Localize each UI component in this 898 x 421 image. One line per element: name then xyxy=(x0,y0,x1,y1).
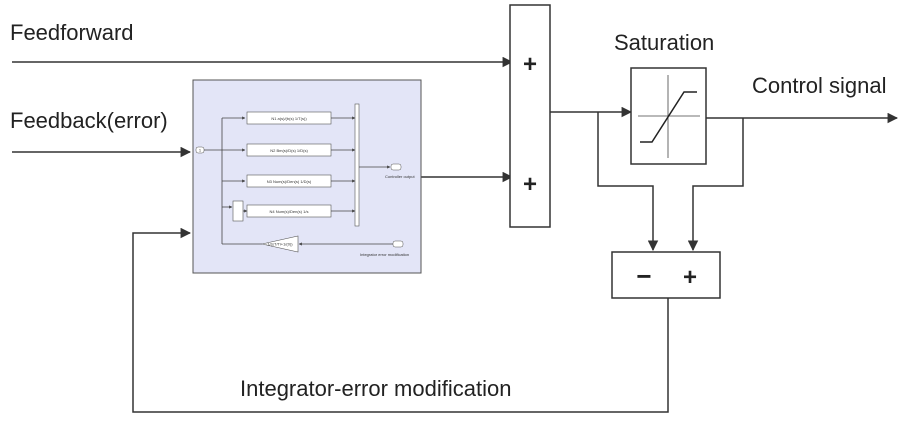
filter-label-4: N4 Num(s)/Den(s) 1/s xyxy=(270,209,309,214)
out-port-2-icon xyxy=(392,240,404,248)
filter-label-2: N2 Bm(s)/D(s) 1/D(s) xyxy=(270,148,308,153)
saturation-label: Saturation xyxy=(614,30,714,55)
gain-triangle-icon xyxy=(261,235,299,253)
diff-minus-sign: − xyxy=(636,261,651,291)
mux-bar-icon xyxy=(354,103,360,227)
feedforward-label: Feedforward xyxy=(10,20,134,45)
filter-label-3: N3 Num(s)/Den(s) 1/D(s) xyxy=(267,179,312,184)
sum-plus-bottom: + xyxy=(523,171,537,198)
integrator-error-label: Integrator-error modification xyxy=(240,376,511,401)
out-port-1-label: Controller output xyxy=(385,174,415,179)
control-signal-label: Control signal xyxy=(752,73,887,98)
sum-plus-top: + xyxy=(523,51,537,78)
postsat-branch-line xyxy=(687,118,744,252)
saturation-block[interactable] xyxy=(630,67,707,165)
feedback-loop-line xyxy=(132,227,669,413)
controller-subsystem[interactable]: 1 N1 a(s)/(b(s) 1/T(s)) N2 Bm(s)/D(s) 1/… xyxy=(192,79,422,274)
filter-label-1: N1 a(s)/(b(s) 1/T(s)) xyxy=(271,116,307,121)
out-port-2-label: Integrator error modification xyxy=(360,252,409,257)
inner-sum-icon xyxy=(232,200,244,222)
out-port-1-icon xyxy=(390,163,402,171)
presat-branch-line xyxy=(597,112,659,252)
sum-block[interactable] xyxy=(509,4,551,228)
saturation-curve-icon xyxy=(640,91,697,143)
diff-plus-sign: + xyxy=(683,264,697,291)
feedback-label: Feedback(error) xyxy=(10,108,168,133)
difference-block[interactable] xyxy=(611,251,721,299)
in-port-number: 1 xyxy=(199,148,202,153)
gain-label: -1/(sT/Ti+1/(0)) xyxy=(266,242,293,247)
